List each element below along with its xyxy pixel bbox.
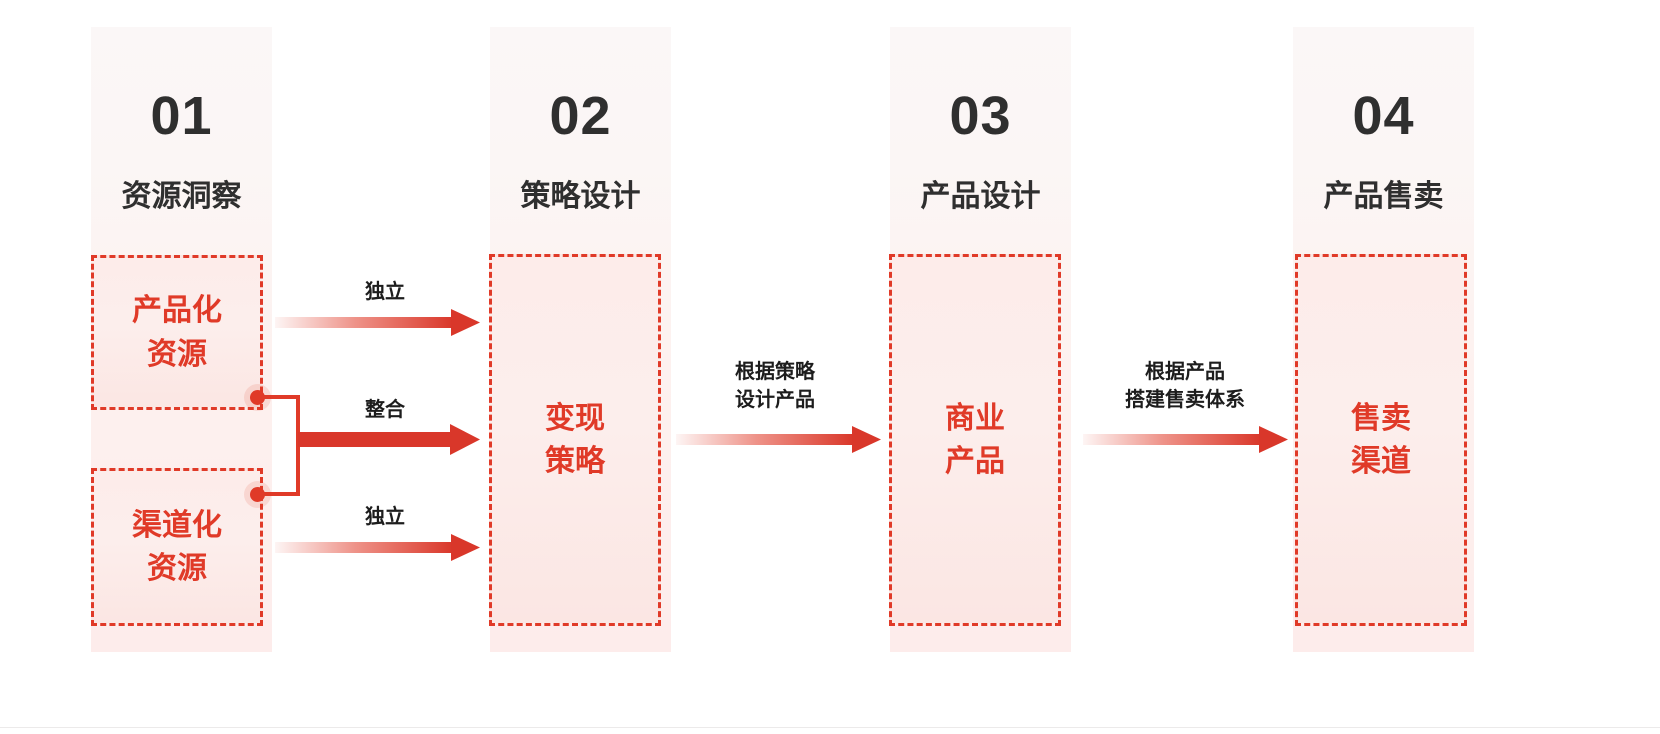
card-monetization-strategy[interactable]: 变现 策略	[489, 254, 661, 626]
stage-name-02: 策略设计	[520, 180, 641, 213]
bottom-divider	[0, 727, 1660, 728]
stage-name-03: 产品设计	[920, 180, 1041, 213]
card-productized-resource[interactable]: 产品化 资源	[91, 255, 263, 410]
arrow-glyph	[1083, 426, 1288, 453]
card-label: 渠道化 资源	[132, 508, 222, 586]
stage-name-01: 资源洞察	[121, 180, 242, 213]
arrow-glyph	[275, 534, 480, 561]
arrow-integrate	[298, 422, 480, 456]
stage-number-01: 01	[150, 86, 213, 146]
arrow-product-to-channel	[1083, 422, 1288, 456]
card-label: 商业 产品	[945, 401, 1005, 479]
card-label: 售卖 渠道	[1351, 401, 1411, 479]
arrow-label-independent-bottom: 独立	[365, 506, 405, 528]
card-label: 产品化 资源	[132, 294, 222, 371]
arrow-independent-bottom	[275, 530, 480, 564]
card-commercial-product[interactable]: 商业 产品	[889, 254, 1061, 626]
card-channelized-resource[interactable]: 渠道化 资源	[91, 468, 263, 626]
merge-node-bottom	[250, 487, 265, 502]
arrow-glyph	[275, 309, 480, 336]
arrow-glyph	[676, 426, 881, 453]
stage-number-02: 02	[549, 86, 612, 146]
arrow-label-product-to-channel: 根据产品 搭建售卖体系	[1125, 361, 1245, 411]
stage-number-04: 04	[1352, 86, 1415, 146]
arrow-label-independent-top: 独立	[365, 281, 405, 303]
card-label: 变现 策略	[545, 401, 605, 479]
arrow-strategy-to-product	[676, 422, 881, 456]
card-sales-channel[interactable]: 售卖 渠道	[1295, 254, 1467, 626]
arrow-label-strategy-to-product: 根据策略 设计产品	[735, 361, 815, 411]
merge-node-top	[250, 390, 265, 405]
arrow-label-integrate: 整合	[365, 399, 405, 421]
stage-number-03: 03	[949, 86, 1012, 146]
arrow-glyph	[298, 424, 480, 455]
stage-name-04: 产品售卖	[1323, 180, 1444, 213]
arrow-independent-top	[275, 305, 480, 339]
